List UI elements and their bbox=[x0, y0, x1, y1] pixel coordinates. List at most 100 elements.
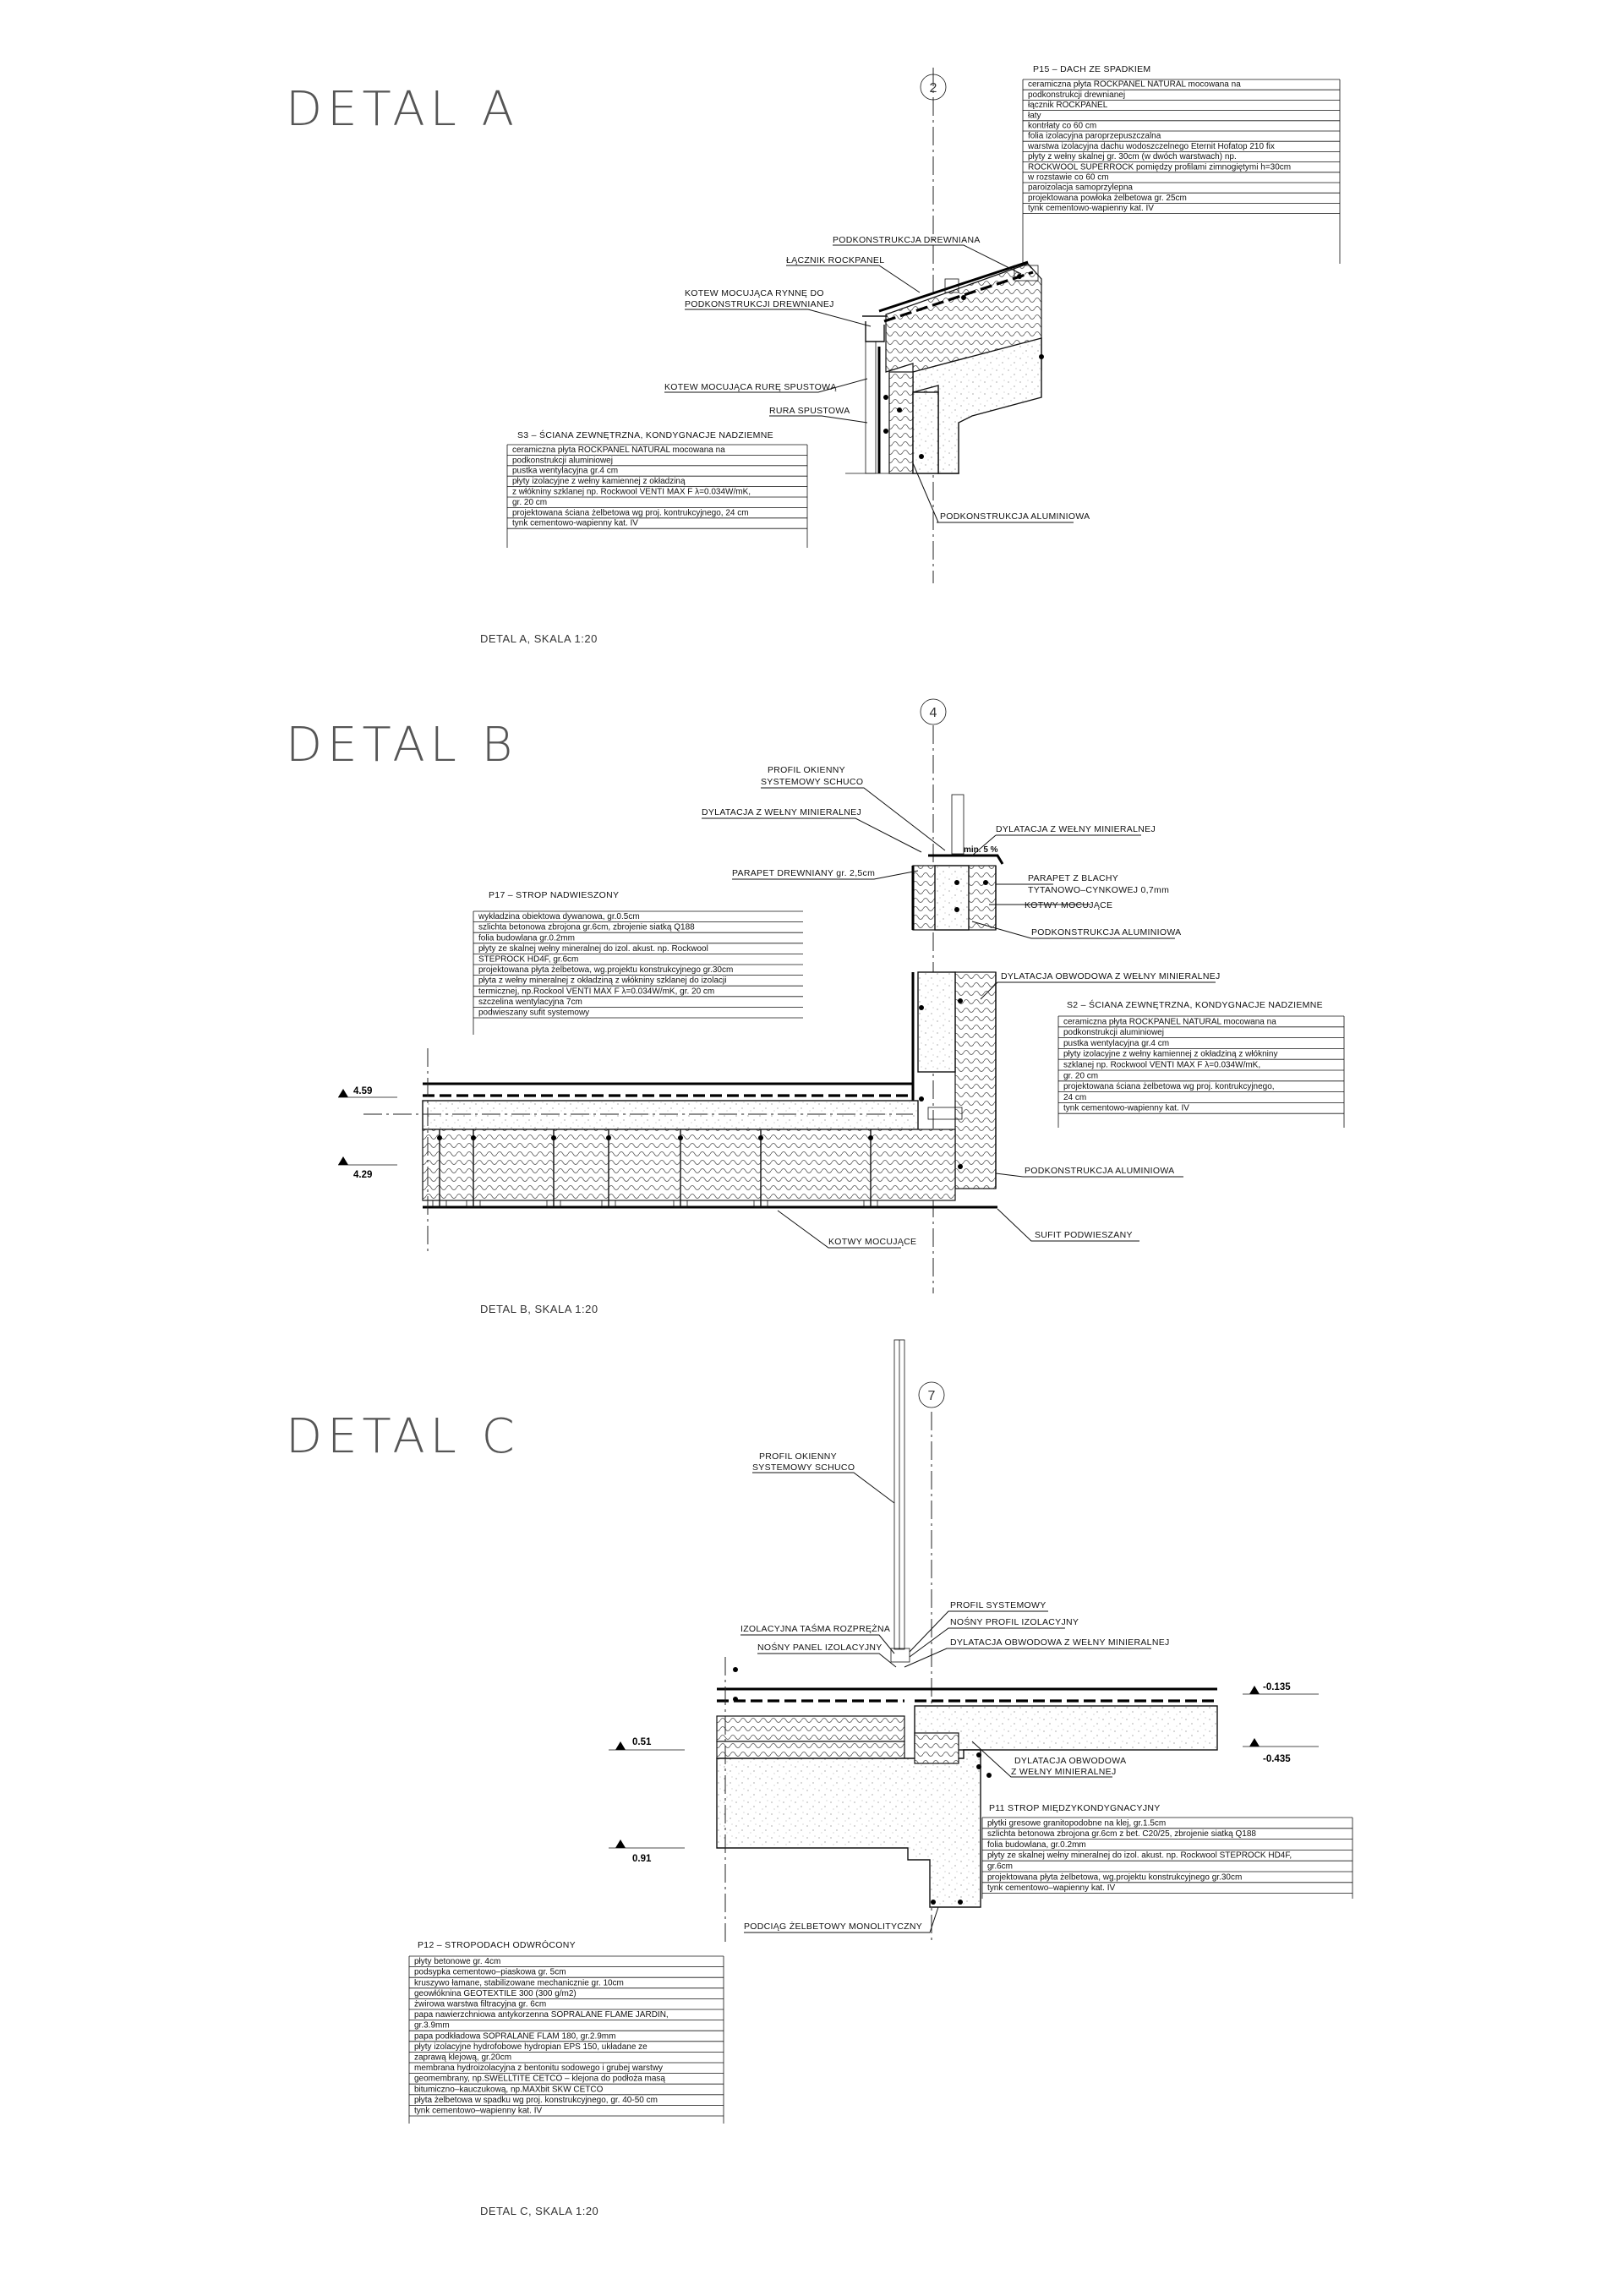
layer-row-text: wykładzina obiektowa dywanowa, gr.0.5cm bbox=[478, 912, 640, 921]
layer-row-text: łącznik ROCKPANEL bbox=[1028, 101, 1108, 110]
level-minus-0-435: -0.435 bbox=[1263, 1754, 1291, 1764]
label-dylatacja-obwodowa-2a: DYLATACJA OBWODOWA bbox=[1014, 1756, 1126, 1766]
layer-row-text: płyty izolacyjne z wełny kamiennej z okł… bbox=[512, 477, 686, 486]
detail-b-heading: DETAL B bbox=[286, 718, 517, 773]
detail-c-annotations: PROFIL OKIENNY SYSTEMOWY SCHUCO PROFIL S… bbox=[740, 1451, 1170, 1933]
level-0-51: 0.51 bbox=[632, 1737, 652, 1747]
label-kotew-rynne-1: KOTEW MOCUJĄCA RYNNĘ DO bbox=[685, 288, 824, 298]
layer-row-text: projektowana powłoka żelbetowa gr. 25cm bbox=[1028, 194, 1187, 203]
layer-row-text: płytki gresowe granitopodobne na klej, g… bbox=[987, 1818, 1166, 1828]
layer-row-text: paroizolacja samoprzylepna bbox=[1028, 183, 1133, 193]
label-dylatacja-obwodowa-c: DYLATACJA OBWODOWA Z WEŁNY MINIERALNEJ bbox=[950, 1637, 1170, 1648]
layer-row-text: tynk cementowo-wapienny kat. IV bbox=[512, 519, 638, 528]
downpipe bbox=[865, 341, 877, 474]
label-podkonstrukcja-alu-bottom: PODKONSTRUKCJA ALUMINIOWA bbox=[1025, 1166, 1174, 1176]
layer-row-text: papa podkładowa SOPRALANE FLAM 180, gr.2… bbox=[414, 2031, 615, 2041]
roof-table-rows: ceramiczna płyta ROCKPANEL NATURAL mocow… bbox=[1023, 80, 1340, 215]
layer-row-text: pustka wentylacyjna gr.4 cm bbox=[512, 467, 618, 476]
layer-row-text: ceramiczna płyta ROCKPANEL NATURAL mocow… bbox=[512, 446, 725, 455]
label-kotew-rynne-2: PODKONSTRUKCJI DREWNIANEJ bbox=[685, 299, 834, 309]
grid-axis-bubble bbox=[920, 698, 947, 725]
label-podkonstrukcja-drewniana: PODKONSTRUKCJA DREWNIANA bbox=[833, 235, 981, 245]
layer-row-text: podwieszany sufit systemowy bbox=[478, 1009, 589, 1018]
label-podkonstrukcja-aluminiowa: PODKONSTRUKCJA ALUMINIOWA bbox=[940, 511, 1090, 522]
layer-row-text: szlichta betonowa zbrojona gr.6cm z bet.… bbox=[987, 1829, 1256, 1839]
grid-axis-number: 7 bbox=[928, 1389, 936, 1403]
layer-row-text: ceramiczna płyta ROCKPANEL NATURAL mocow… bbox=[1028, 80, 1241, 90]
window-system-profile bbox=[890, 1648, 910, 1663]
label-lacznik: ŁĄCZNIK ROCKPANEL bbox=[786, 255, 884, 265]
wall-table-rows-b: ceramiczna płyta ROCKPANEL NATURAL mocow… bbox=[1058, 1017, 1344, 1114]
layer-row-text: zaprawą klejową, gr.20cm bbox=[414, 2053, 511, 2063]
wall-table-title-a: S3 – ŚCIANA ZEWNĘTRZNA, KONDYGNACJE NADZ… bbox=[517, 429, 773, 440]
layer-row-text: projektowana płyta żelbetowa, wg.projekt… bbox=[478, 965, 733, 975]
roof-batten bbox=[944, 278, 959, 293]
layer-row-text: szklanej np. Rockwool VENTI MAX F λ=0.03… bbox=[1063, 1061, 1260, 1070]
layer-row-text: projektowana płyta żelbetowa, wg.projekt… bbox=[987, 1872, 1242, 1882]
label-parapet-blachy-2: TYTANOWO–CYNKOWEJ 0,7mm bbox=[1028, 885, 1169, 895]
layer-row-text: kruszywo łamane, stabilizowane mechanicz… bbox=[414, 1978, 624, 1987]
layer-row-text: podsypka cementowo–piaskowa gr. 5cm bbox=[414, 1968, 566, 1977]
detail-c: DETAL C DETAL C, SKALA 1:20 7 bbox=[286, 1339, 1353, 2217]
wall-layer-table-a: S3 – ŚCIANA ZEWNĘTRZNA, KONDYGNACJE NADZ… bbox=[506, 429, 808, 548]
roof-layer-table: P15 – DACH ZE SPADKIEM ceramiczna płyta … bbox=[1022, 64, 1341, 264]
detail-a-heading: DETAL A bbox=[286, 82, 519, 137]
downstand-beam bbox=[716, 1749, 981, 1908]
label-podkonstrukcja-alu-top: PODKONSTRUKCJA ALUMINIOWA bbox=[1031, 927, 1181, 938]
floor-table-title-b: P17 – STROP NADWIESZONY bbox=[489, 890, 619, 900]
label-izolacyjna-tasma: IZOLACYJNA TAŚMA ROZPRĘŻNA bbox=[740, 1623, 890, 1634]
layer-row-text: gr.6cm bbox=[987, 1862, 1013, 1872]
grid-axis-number: 4 bbox=[930, 706, 937, 720]
anchor-point bbox=[678, 1135, 683, 1140]
roof-membrane bbox=[883, 271, 1034, 323]
label-profil-systemowy: PROFIL SYSTEMOWY bbox=[950, 1600, 1046, 1610]
window-sill bbox=[928, 854, 1004, 865]
layer-row-text: szczelina wentylacyjna 7cm bbox=[478, 998, 582, 1007]
roof-table-title: P15 – DACH ZE SPADKIEM bbox=[1033, 64, 1150, 74]
layer-row-text: bitumiczno–kauczukową, np.MAXbit SKW CET… bbox=[414, 2085, 604, 2094]
layer-row-text: w rozstawie co 60 cm bbox=[1027, 173, 1109, 183]
label-nosny-profil: NOŚNY PROFIL IZOLACYJNY bbox=[950, 1616, 1079, 1627]
slab-concrete bbox=[422, 1100, 919, 1130]
floor-layer-table-c: P11 STROP MIĘDZYKONDYGNACYJNY płytki gre… bbox=[981, 1803, 1353, 1899]
layer-row-text: geomembrany, np.SWELLTITE CETCO – klejon… bbox=[414, 2075, 665, 2084]
detail-a: DETAL A DETAL A, SKALA 1:20 2 P15 – DACH… bbox=[286, 64, 1341, 645]
roof-concrete-shell bbox=[912, 337, 1042, 474]
hanger-clip bbox=[863, 1200, 878, 1208]
label-profil-okienny-2: SYSTEMOWY SCHUCO bbox=[761, 777, 863, 787]
layer-row-text: folia budowlana, gr.0.2mm bbox=[987, 1840, 1086, 1850]
layer-row-text: tynk cementowo-wapienny kat. IV bbox=[1063, 1104, 1189, 1113]
detail-c-caption: DETAL C, SKALA 1:20 bbox=[480, 2205, 598, 2217]
roof-section bbox=[845, 260, 1044, 474]
level-4-29: 4.29 bbox=[353, 1170, 372, 1180]
detail-b-caption: DETAL B, SKALA 1:20 bbox=[480, 1303, 598, 1315]
floor-table-title-c: P11 STROP MIĘDZYKONDYGNACYJNY bbox=[989, 1803, 1161, 1813]
layer-row-text: gr. 20 cm bbox=[512, 498, 547, 507]
layer-row-text: termicznej, np.Rockool VENTI MAX F λ=0.0… bbox=[478, 987, 714, 996]
detail-b: DETAL B DETAL B, SKALA 1:20 4 min. 5 % bbox=[286, 698, 1345, 1315]
hanger-clip bbox=[673, 1200, 688, 1208]
wall-table-rows-a: ceramiczna płyta ROCKPANEL NATURAL mocow… bbox=[507, 446, 807, 529]
label-nosny-panel: NOŚNY PANEL IZOLACYJNY bbox=[757, 1642, 883, 1653]
layer-row-text: płyty izolacyjne z wełny kamiennej z okł… bbox=[1063, 1050, 1277, 1059]
layer-row-text: membrana hydroizolacyjna z bentonitu sod… bbox=[414, 2064, 663, 2073]
layer-row-text: podkonstrukcji aluminiowej bbox=[512, 456, 613, 465]
suspended-slab bbox=[363, 1048, 997, 1251]
layer-row-text: projektowana ściana żelbetowa wg proj. k… bbox=[512, 508, 749, 517]
label-sufit-podwieszany: SUFIT PODWIESZANY bbox=[1035, 1230, 1133, 1240]
wall-concrete bbox=[917, 971, 956, 1073]
label-c-profil-okienny-1: PROFIL OKIENNY bbox=[759, 1451, 837, 1462]
layer-row-text: tynk cementowo–wapienny kat. IV bbox=[414, 2107, 543, 2116]
layer-row-text: płyty ze skalnej wełny mineralnej do izo… bbox=[478, 944, 708, 954]
layer-row-text: geowłóknina GEOTEXTILE 300 (300 g/m2) bbox=[414, 1989, 577, 1998]
level-0-91: 0.91 bbox=[632, 1854, 652, 1864]
layer-row-text: STEPROCK HD4F, gr.6cm bbox=[478, 955, 578, 965]
layer-row-text: płyty ze skalnej wełny mineralnej do izo… bbox=[987, 1851, 1292, 1861]
wall-table-title-b: S2 – ŚCIANA ZEWNĘTRZNA, KONDYGNACJE NADZ… bbox=[1067, 999, 1323, 1010]
layer-row-text: podkonstrukcji aluminiowej bbox=[1063, 1028, 1164, 1037]
layer-row-text: szlichta betonowa zbrojona gr.6cm, zbroj… bbox=[478, 923, 695, 932]
level-markers-c: -0.135 -0.435 0.51 0.91 bbox=[609, 1682, 1319, 1864]
roof-layer-table-c: P12 – STROPODACH ODWRÓCONY płyty betonow… bbox=[408, 1939, 724, 2124]
